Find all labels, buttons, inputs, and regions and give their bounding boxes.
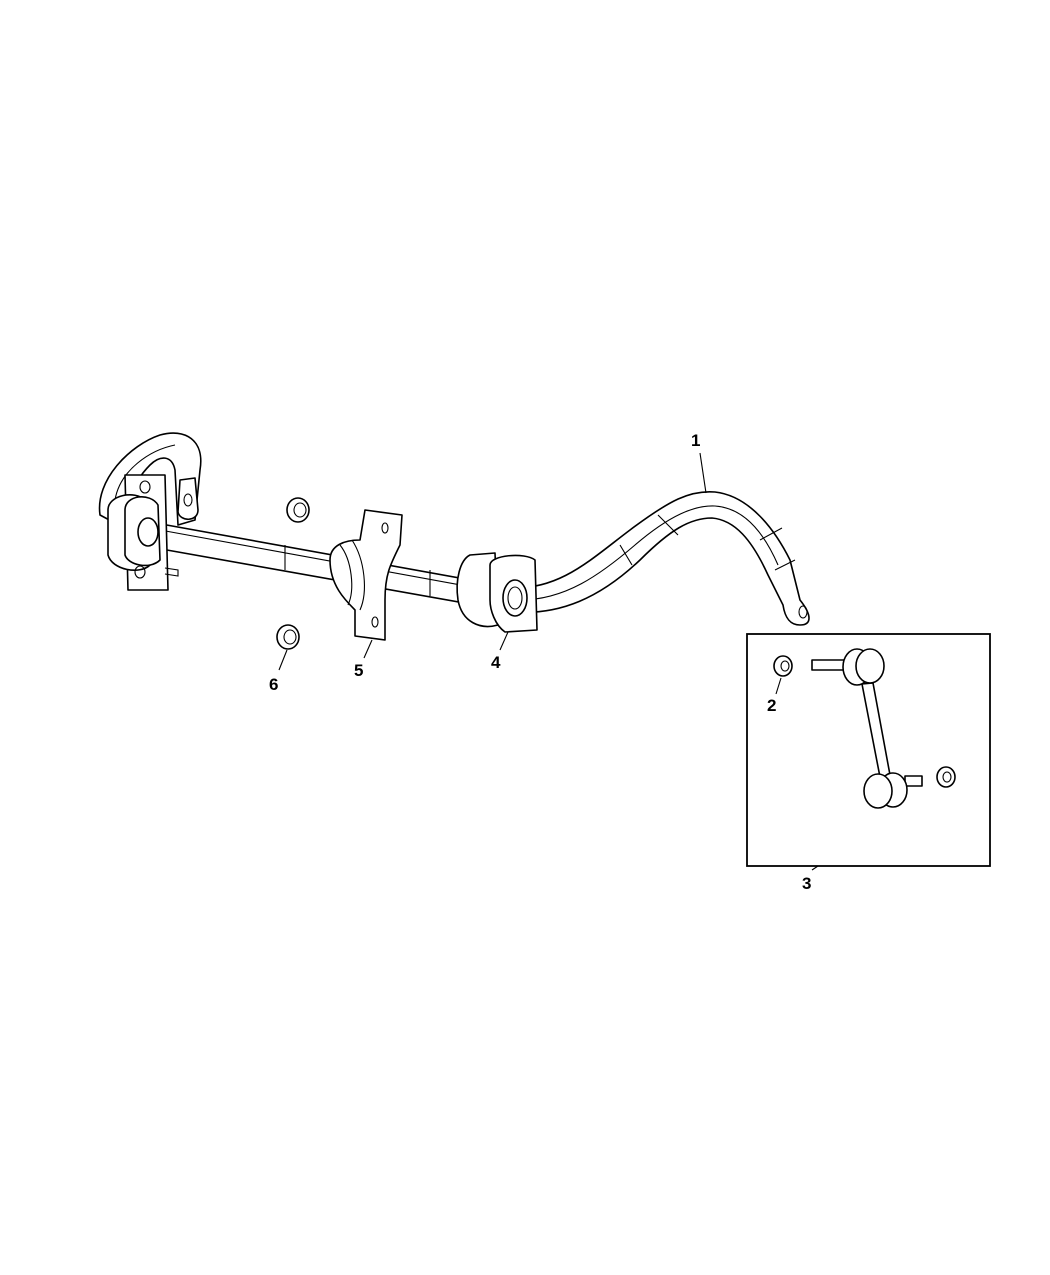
stabilizer-bar — [98, 432, 810, 626]
callout-3: 3 — [802, 874, 811, 893]
bushing — [456, 552, 538, 633]
link-nut-lower — [936, 766, 956, 788]
left-bushing-bracket — [107, 474, 179, 591]
callout-1: 1 — [691, 431, 700, 450]
callout-4: 4 — [491, 653, 501, 672]
stabilizer-link — [811, 648, 923, 809]
stabilizer-link-kit-box — [746, 633, 991, 867]
leader-lines — [278, 452, 819, 871]
nut-upper — [286, 497, 310, 523]
clamp-retainer — [329, 509, 403, 641]
link-nut-2 — [773, 655, 793, 677]
callout-2: 2 — [767, 696, 776, 715]
callout-6: 6 — [269, 675, 278, 694]
callout-5: 5 — [354, 661, 363, 680]
nut-6 — [276, 624, 300, 650]
